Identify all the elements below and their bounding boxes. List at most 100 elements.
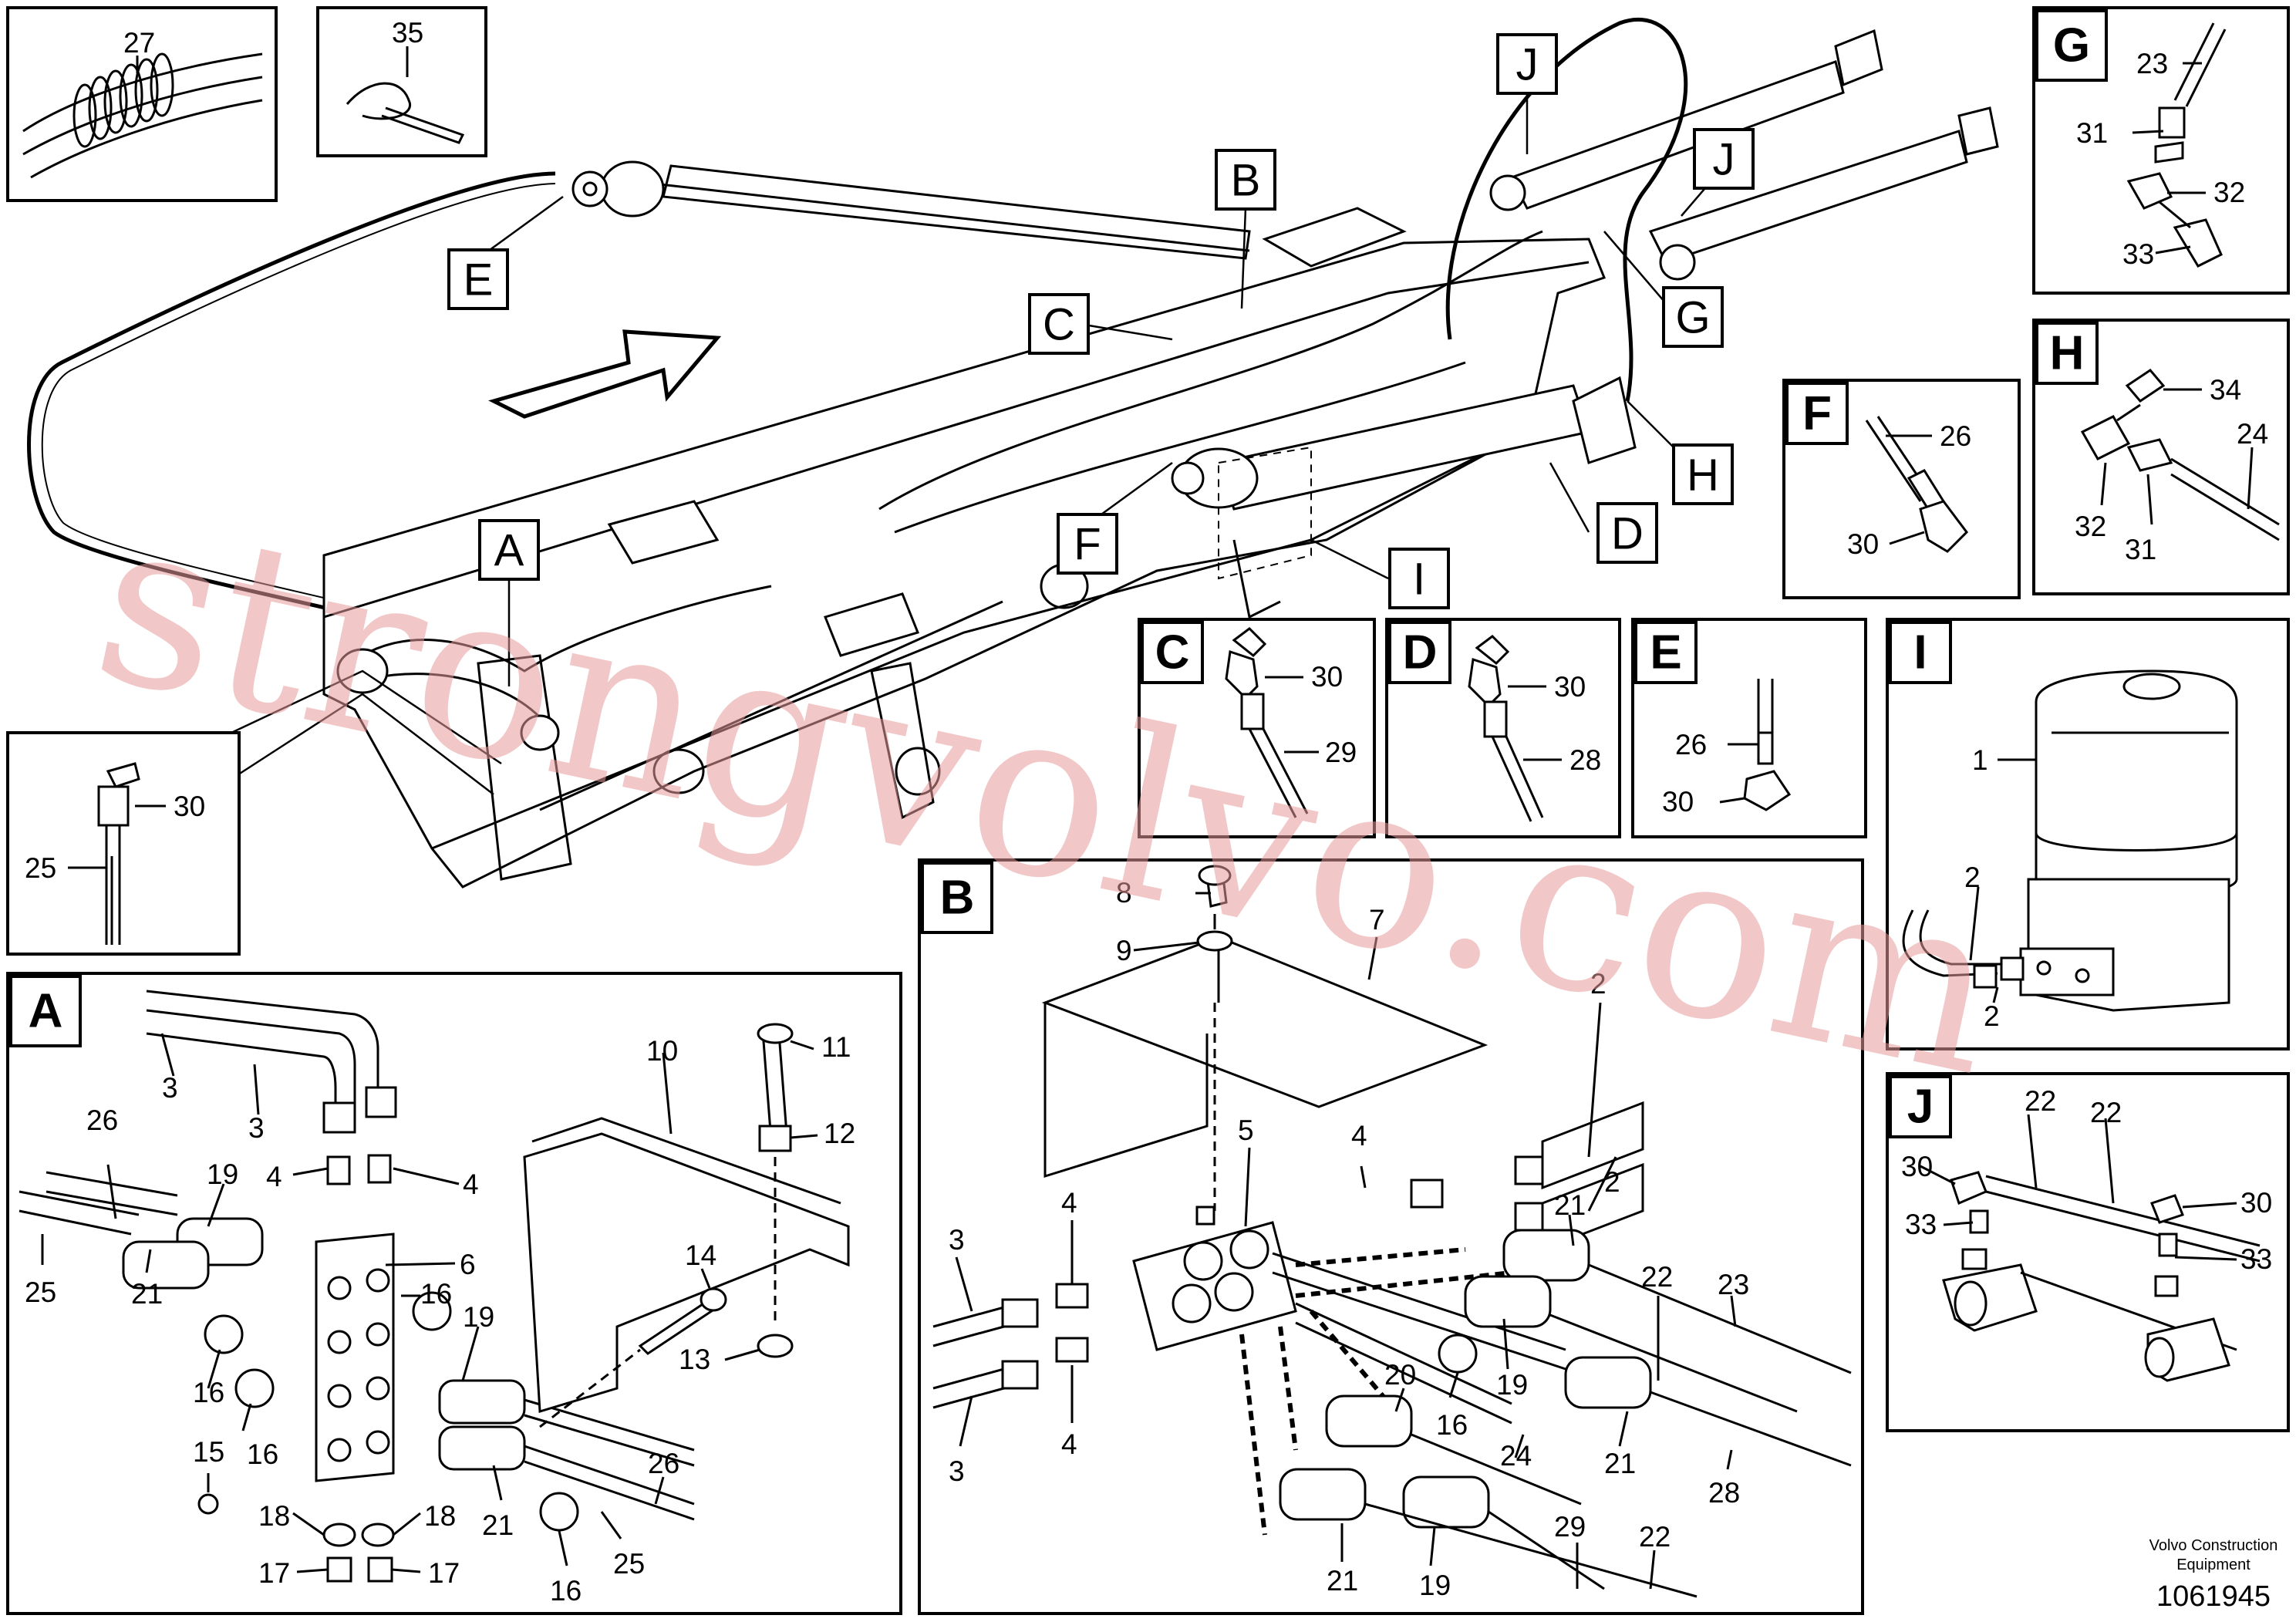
svg-text:11: 11 — [821, 1031, 851, 1063]
svg-text:A: A — [29, 985, 63, 1038]
svg-text:26: 26 — [648, 1448, 679, 1479]
svg-text:21: 21 — [482, 1509, 514, 1541]
svg-text:2: 2 — [1604, 1166, 1620, 1198]
svg-text:24: 24 — [1500, 1440, 1532, 1472]
svg-text:D: D — [1403, 626, 1438, 679]
callout-A[interactable]: A — [478, 519, 540, 581]
detail-A-small-panel: 30 25 — [6, 731, 241, 956]
svg-text:2: 2 — [1964, 862, 1981, 893]
svg-text:21: 21 — [1554, 1189, 1586, 1221]
svg-text:16: 16 — [1436, 1409, 1468, 1441]
callout-F[interactable]: F — [1057, 513, 1118, 575]
svg-text:7: 7 — [1369, 904, 1385, 936]
footer-brand: Volvo Construction — [2149, 1537, 2278, 1554]
svg-text:27: 27 — [123, 27, 155, 59]
svg-text:16: 16 — [193, 1377, 224, 1408]
callout-G[interactable]: G — [1662, 286, 1724, 348]
svg-text:15: 15 — [193, 1436, 224, 1468]
svg-text:10: 10 — [646, 1035, 678, 1067]
svg-text:30: 30 — [1662, 786, 1694, 818]
svg-text:A: A — [494, 526, 524, 576]
svg-text:31: 31 — [2125, 534, 2156, 565]
svg-text:B: B — [1231, 156, 1261, 206]
svg-text:21: 21 — [1327, 1565, 1358, 1597]
svg-text:16: 16 — [550, 1575, 582, 1607]
svg-text:17: 17 — [258, 1557, 290, 1589]
callout-D[interactable]: D — [1596, 502, 1658, 564]
footer-drawing-number: 1061945 — [2156, 1580, 2271, 1613]
callout-J-right[interactable]: J — [1693, 128, 1755, 190]
svg-text:16: 16 — [247, 1438, 278, 1470]
detail-D-panel: D 30 28 — [1385, 618, 1621, 838]
callout-C[interactable]: C — [1028, 293, 1090, 355]
detail-27-panel: 27 — [6, 6, 278, 202]
svg-text:25: 25 — [25, 1276, 56, 1308]
callout-J-top[interactable]: J — [1496, 33, 1558, 95]
footer: Volvo Construction Equipment 1061945 — [2149, 1537, 2278, 1613]
svg-text:3: 3 — [949, 1224, 965, 1256]
svg-text:F: F — [1802, 387, 1832, 440]
svg-text:4: 4 — [463, 1168, 479, 1200]
svg-text:J: J — [1907, 1081, 1934, 1134]
svg-text:16: 16 — [420, 1278, 452, 1310]
main-callout-boxes: A B C D E F G H I J J — [447, 33, 1755, 609]
svg-text:3: 3 — [248, 1112, 265, 1144]
svg-text:C: C — [1155, 626, 1190, 679]
svg-text:21: 21 — [1604, 1448, 1636, 1479]
svg-text:G: G — [2053, 19, 2090, 73]
svg-text:25: 25 — [613, 1548, 645, 1580]
svg-text:19: 19 — [207, 1158, 238, 1190]
svg-text:20: 20 — [1384, 1359, 1416, 1391]
svg-text:29: 29 — [1554, 1511, 1586, 1543]
svg-text:4: 4 — [1061, 1187, 1077, 1219]
svg-text:F: F — [1074, 520, 1101, 570]
svg-text:D: D — [1611, 509, 1644, 559]
svg-text:26: 26 — [1675, 729, 1707, 760]
svg-text:18: 18 — [424, 1500, 456, 1532]
svg-text:25: 25 — [25, 852, 56, 884]
svg-text:24: 24 — [2237, 418, 2268, 450]
callout-leaders — [231, 93, 1728, 795]
footer-sub: Equipment — [2176, 1556, 2250, 1573]
svg-text:32: 32 — [2075, 511, 2106, 542]
detail-35-panel: 35 — [316, 6, 487, 157]
svg-text:E: E — [464, 255, 494, 305]
svg-text:I: I — [1913, 626, 1927, 679]
detail-E-panel: E 26 30 — [1631, 618, 1867, 838]
svg-text:33: 33 — [2240, 1243, 2272, 1275]
svg-text:35: 35 — [392, 17, 423, 49]
svg-text:19: 19 — [1496, 1369, 1528, 1401]
svg-text:2: 2 — [1590, 968, 1607, 1000]
svg-text:32: 32 — [2213, 177, 2245, 208]
svg-text:3: 3 — [162, 1072, 178, 1104]
svg-text:18: 18 — [258, 1500, 290, 1532]
callout-H[interactable]: H — [1672, 443, 1734, 505]
callout-I[interactable]: I — [1388, 548, 1450, 609]
detail-J-panel: J 22 22 30 30 33 33 — [1886, 1072, 2290, 1432]
svg-text:22: 22 — [2025, 1085, 2056, 1117]
svg-text:21: 21 — [131, 1278, 163, 1310]
svg-text:J: J — [1516, 40, 1539, 90]
callout-E[interactable]: E — [447, 248, 509, 310]
svg-text:12: 12 — [824, 1118, 855, 1149]
svg-text:22: 22 — [1639, 1521, 1671, 1553]
svg-text:17: 17 — [428, 1557, 460, 1589]
svg-text:19: 19 — [463, 1301, 494, 1333]
svg-text:J: J — [1713, 135, 1735, 185]
detail-F-panel: F 26 30 — [1782, 379, 2021, 599]
svg-text:5: 5 — [1238, 1114, 1254, 1146]
svg-text:14: 14 — [685, 1239, 716, 1271]
svg-text:C: C — [1043, 300, 1075, 350]
svg-text:8: 8 — [1116, 877, 1132, 909]
svg-text:33: 33 — [1905, 1209, 1937, 1240]
svg-text:1: 1 — [1972, 744, 1988, 776]
svg-text:4: 4 — [1351, 1120, 1367, 1152]
svg-text:31: 31 — [2076, 117, 2108, 149]
callout-B[interactable]: B — [1215, 149, 1276, 211]
svg-text:2: 2 — [1984, 1000, 2000, 1032]
svg-text:30: 30 — [2240, 1187, 2272, 1219]
svg-text:3: 3 — [949, 1455, 965, 1487]
svg-text:B: B — [940, 872, 975, 925]
svg-text:22: 22 — [1641, 1261, 1673, 1293]
